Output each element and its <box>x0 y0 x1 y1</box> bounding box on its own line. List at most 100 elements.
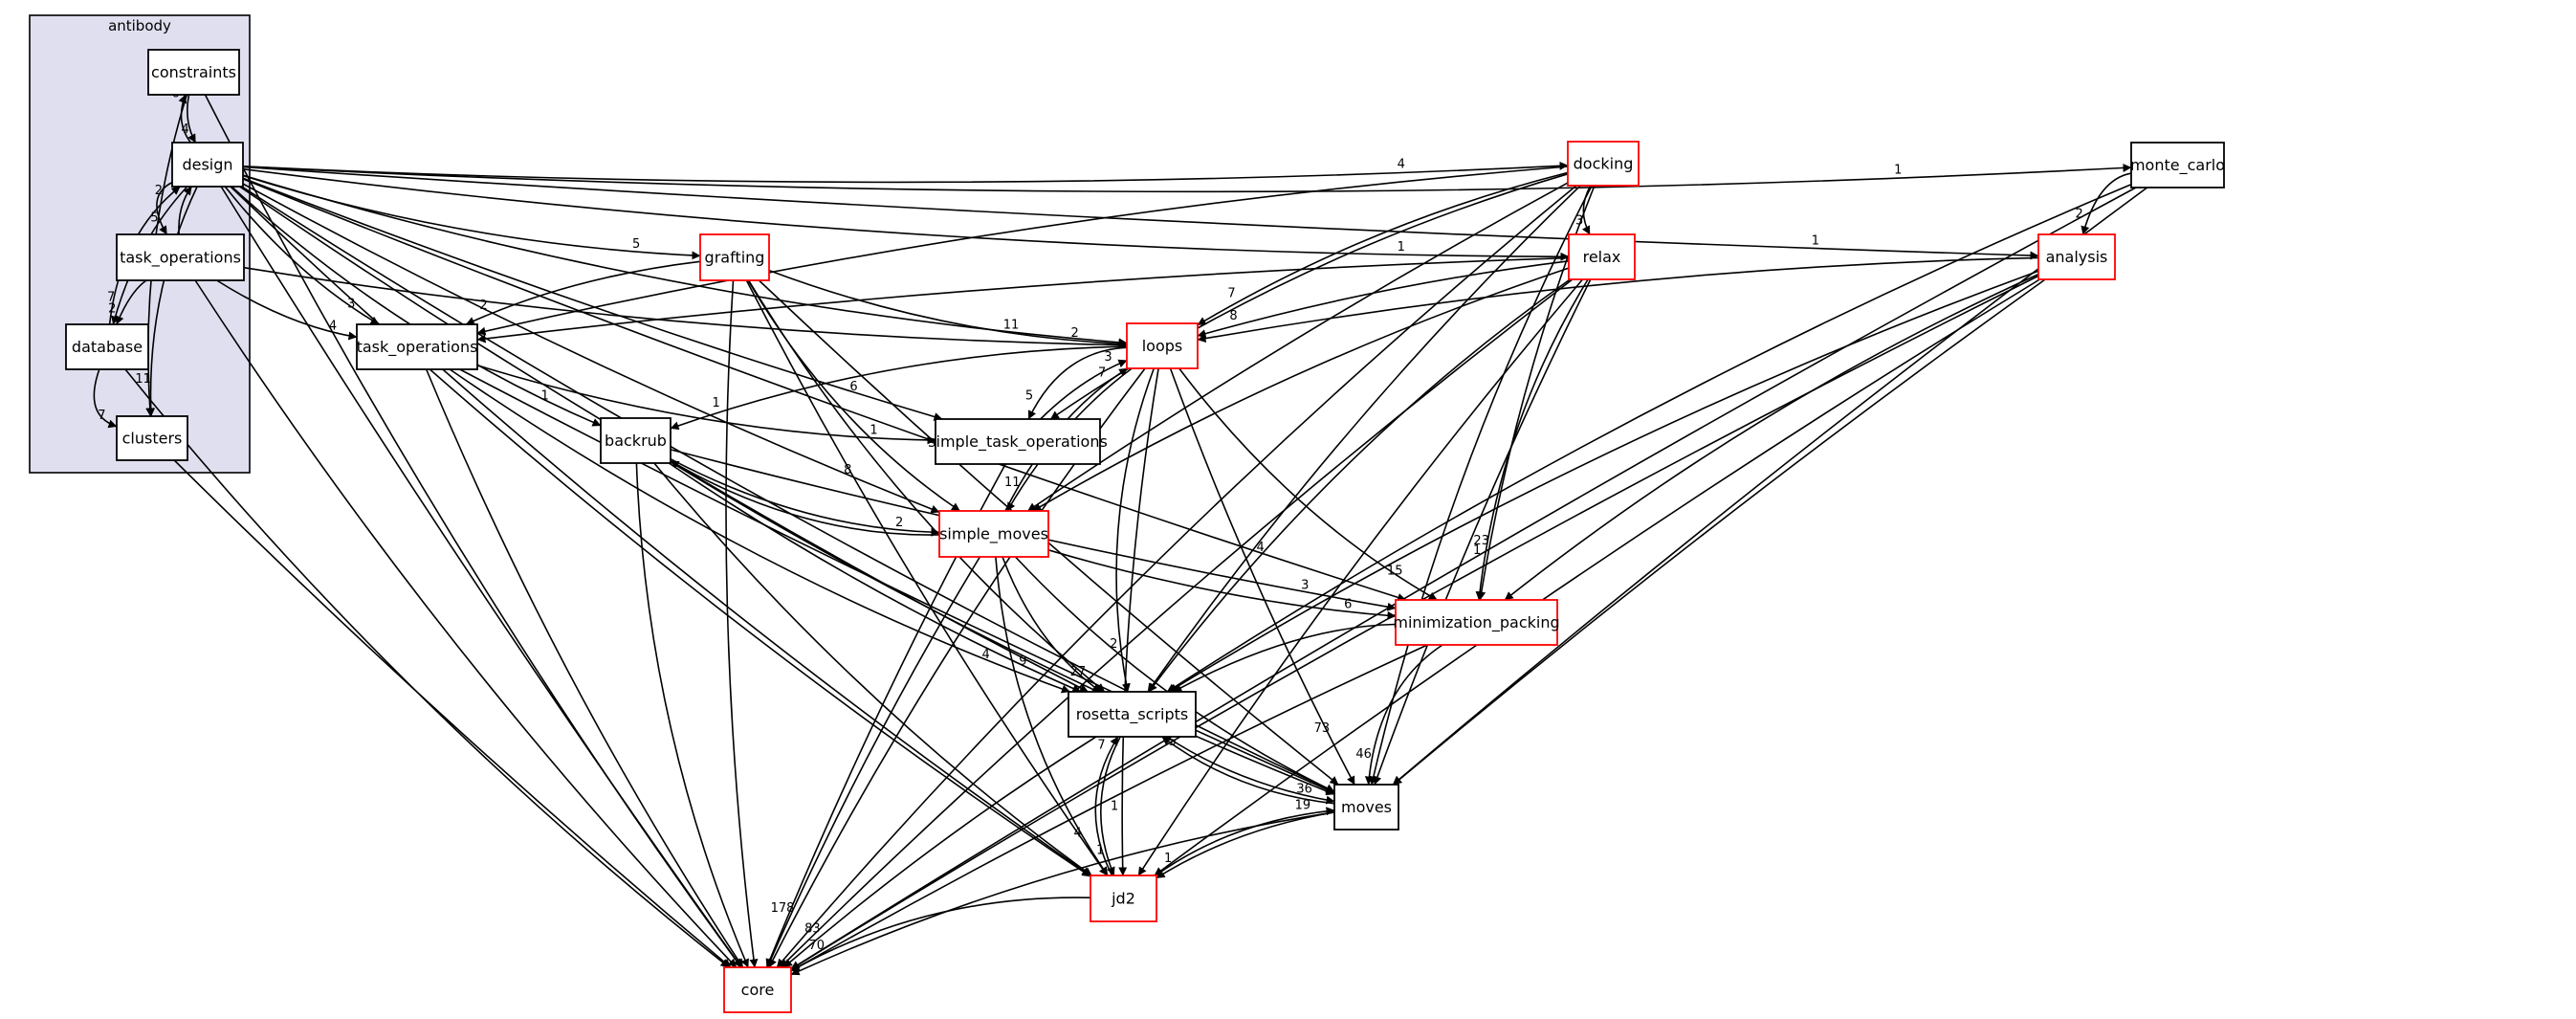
node-docking[interactable]: docking <box>1567 141 1640 187</box>
edge-simple_moves-to-core <box>766 556 981 968</box>
edge-design-to-monte_carlo <box>242 163 2132 193</box>
edge-label-rosetta_scripts-to-jd2: 1 <box>1096 844 1104 858</box>
node-box-backrub[interactable] <box>600 417 672 464</box>
node-box-docking[interactable] <box>1567 141 1640 187</box>
node-label-relax: relax <box>1583 248 1621 266</box>
node-label-analysis: analysis <box>2046 248 2108 266</box>
edge-label-backrub-to-rosetta_scripts: 9 <box>1019 654 1026 669</box>
edge-docking-to-loops <box>1197 171 1569 326</box>
node-box-analysis[interactable] <box>2037 233 2116 280</box>
node-label-grafting: grafting <box>705 249 765 267</box>
edge-ab_task_operations-to-loops <box>243 266 1128 350</box>
edge-loops-to-simple_task_operations <box>1027 346 1128 420</box>
edge-backrub-to-simple_moves <box>670 457 940 537</box>
edge-docking-to-rosetta_scripts <box>1147 185 1581 693</box>
edge-label-docking-to-relax: 3 <box>1575 213 1583 228</box>
node-box-simple-moves[interactable] <box>938 510 1049 558</box>
edge-label-design-to-simple_moves: 8 <box>844 463 851 477</box>
node-relax[interactable]: relax <box>1568 233 1636 280</box>
edge-relax-to-minimization_packing <box>1475 278 1589 601</box>
node-box-simple-task-operations[interactable] <box>935 418 1101 465</box>
edge-design-to-relax <box>242 167 1570 261</box>
node-box-ab-task-operations[interactable] <box>116 233 245 281</box>
node-simple-task-operations[interactable]: simple_task_operations <box>928 418 1108 465</box>
node-simple-moves[interactable]: simple_moves <box>938 510 1049 558</box>
edge-label-design-to-ab_task_operations: 5 <box>150 210 158 225</box>
edge-ab_task_operations-to-task_operations <box>216 279 358 341</box>
node-design[interactable]: design <box>171 142 244 188</box>
edge-moves-to-jd2 <box>1156 811 1335 879</box>
node-box-minimization-packing[interactable] <box>1395 599 1558 646</box>
edge-label-design-to-database: 7 <box>107 291 115 305</box>
node-grafting[interactable]: grafting <box>699 233 770 281</box>
edge-simple_moves-to-backrub <box>670 460 940 536</box>
node-moves[interactable]: moves <box>1333 784 1399 831</box>
edge-simple_moves-to-minimization_packing <box>1047 549 1397 620</box>
edge-docking-to-task_operations <box>476 166 1569 336</box>
node-box-constraints[interactable] <box>147 49 240 96</box>
edge-label-loops-to-moves: 73 <box>1314 721 1331 736</box>
edge-simple_moves-to-rosetta_scripts <box>1002 556 1102 693</box>
edge-label-grafting-to-loops: 2 <box>1071 326 1079 341</box>
node-box-relax[interactable] <box>1568 233 1636 280</box>
edge-task_operations-to-simple_task_operations <box>476 365 936 445</box>
node-box-design[interactable] <box>171 142 244 188</box>
node-box-rosetta-scripts[interactable] <box>1068 691 1197 738</box>
node-label-core: core <box>741 981 775 999</box>
edge-backrub-to-moves <box>670 461 1335 796</box>
node-constraints[interactable]: constraints <box>147 49 240 96</box>
node-box-loops[interactable] <box>1126 322 1199 369</box>
edge-grafting-to-task_operations <box>465 260 701 325</box>
edge-design-to-core <box>220 186 742 968</box>
node-label-task-operations: task_operations <box>357 338 478 357</box>
edge-label-design-to-relax: 1 <box>1398 240 1405 255</box>
node-label-jd2: jd2 <box>1111 890 1135 908</box>
edge-label-design-to-loops: 11 <box>1003 318 1020 332</box>
edge-rosetta_scripts-to-core <box>782 736 1097 968</box>
edge-relax-to-moves <box>1373 278 1592 786</box>
edge-label-moves-to-jd2: 1 <box>1164 852 1172 866</box>
edge-design-to-minimization_packing <box>242 178 1407 602</box>
edge-label-moves-to-rosetta_scripts: 5 <box>1169 735 1177 749</box>
edge-label-ab_task_operations-to-task_operations: 4 <box>329 320 337 334</box>
node-loops[interactable]: loops <box>1126 322 1199 369</box>
node-box-monte-carlo[interactable] <box>2130 142 2225 188</box>
edge-docking-to-simple_moves <box>1027 182 1569 512</box>
node-box-jd2[interactable] <box>1090 875 1157 922</box>
edge-database-to-clusters <box>93 368 118 429</box>
node-rosetta-scripts[interactable]: rosetta_scripts <box>1068 691 1197 738</box>
edge-jd2-to-rosetta_scripts <box>1094 736 1119 876</box>
node-database[interactable]: database <box>65 323 149 370</box>
node-task-operations[interactable]: task_operations <box>356 323 478 370</box>
node-monte-carlo[interactable]: monte_carlo <box>2130 142 2225 188</box>
edge-design-to-task_operations <box>224 186 380 325</box>
edge-jd2-to-core <box>790 897 1091 972</box>
edge-analysis-to-loops <box>1197 256 2039 343</box>
edge-minimization_packing-to-rosetta_scripts <box>1173 623 1397 693</box>
node-analysis[interactable]: analysis <box>2037 233 2116 280</box>
node-box-grafting[interactable] <box>699 233 770 281</box>
node-box-moves[interactable] <box>1333 784 1399 831</box>
edge-analysis-to-moves <box>1393 278 2046 786</box>
node-jd2[interactable]: jd2 <box>1090 875 1157 922</box>
edge-docking-to-core <box>776 185 1577 968</box>
node-backrub[interactable]: backrub <box>600 417 672 464</box>
node-clusters[interactable]: clusters <box>116 415 188 461</box>
edge-loops-to-rosetta_scripts <box>1115 367 1156 693</box>
node-label-moves: moves <box>1341 798 1392 816</box>
node-box-core[interactable] <box>723 966 792 1013</box>
node-box-database[interactable] <box>65 323 149 370</box>
edge-label-backrub-to-minimization_packing: 3 <box>1301 579 1309 593</box>
node-box-task-operations[interactable] <box>356 323 478 370</box>
node-box-clusters[interactable] <box>116 415 188 461</box>
edge-task_operations-to-moves <box>459 368 1335 794</box>
edge-label-design-to-clusters: 11 <box>135 372 151 387</box>
edge-relax-to-core <box>780 278 1574 968</box>
edge-label-design-to-simple_task_operations: 6 <box>849 380 857 394</box>
edge-label-loops-to-rosetta_scripts: 2 <box>1110 637 1117 652</box>
node-ab-task-operations[interactable]: task_operations <box>116 233 245 281</box>
edge-label-design-to-docking: 4 <box>1398 158 1405 172</box>
node-minimization-packing[interactable]: minimization_packing <box>1393 599 1560 646</box>
edge-label-task_operations-to-rosetta_scripts: 4 <box>982 648 990 662</box>
node-core[interactable]: core <box>723 966 792 1013</box>
